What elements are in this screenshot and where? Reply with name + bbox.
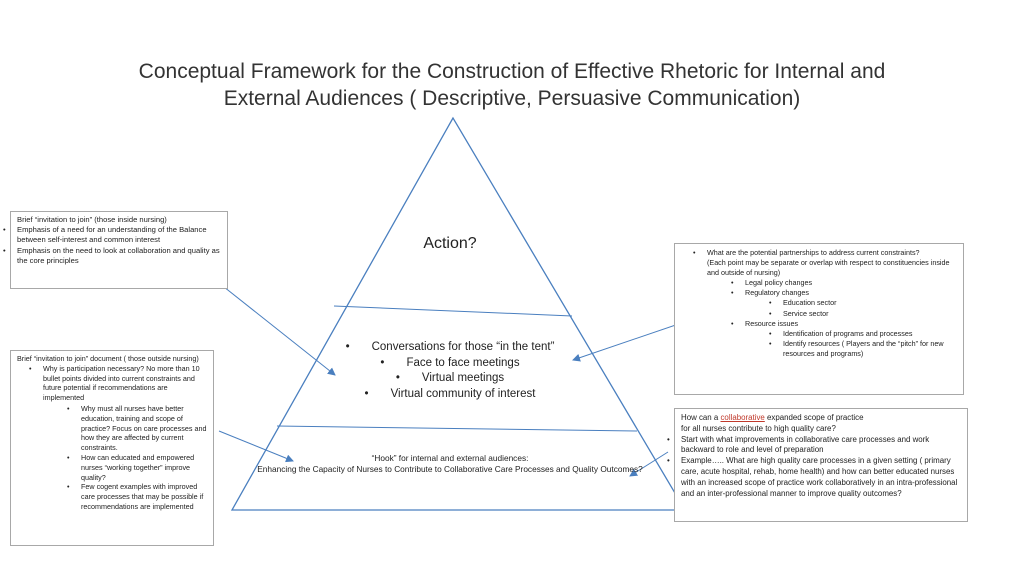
collab-box-line-2: for all nurses contribute to high qualit…: [681, 423, 836, 433]
list-item: How can educated and empowered nurses “w…: [67, 453, 207, 482]
collaborative-scope-box: How can a collaborative expanded scope o…: [667, 408, 968, 522]
list-item: Regulatory changes Education sector Serv…: [731, 288, 957, 318]
list-item: Identify resources ( Players and the “pi…: [769, 339, 957, 359]
title-line-2: External Audiences ( Descriptive, Persua…: [223, 87, 801, 110]
list-item: Example….. What are high quality care pr…: [667, 456, 961, 499]
collab-line1-pre: How can a: [681, 413, 721, 422]
inside-box-heading: Brief “invitation to join” (those inside…: [17, 215, 167, 224]
list-item: Education sector: [769, 298, 957, 308]
outside-item-why-participation: Why is participation necessary? No more …: [43, 363, 200, 403]
list-item: Service sector: [769, 309, 957, 319]
pyramid-lower-divider: [276, 425, 638, 432]
hook-heading: “Hook” for internal and external audienc…: [371, 453, 529, 463]
pyramid-middle-section: Conversations for those “in the tent” Fa…: [300, 340, 600, 402]
pyramid-top-label: Action?: [423, 235, 477, 252]
partnerships-resource: Resource issues: [745, 318, 799, 328]
inside-box-list: Emphasis of a need for an understanding …: [3, 225, 221, 266]
list-item: Start with what improvements in collabor…: [667, 435, 961, 457]
title-line-1: Conceptual Framework for the Constructio…: [138, 60, 886, 83]
partnerships-question: What are the potential partnerships to a…: [707, 248, 920, 257]
list-item: Identification of programs and processes: [769, 329, 957, 339]
regulatory-sublist: Education sector Service sector: [745, 298, 957, 318]
hook-text: Enhancing the Capacity of Nurses to Cont…: [257, 464, 643, 474]
collab-line1-post: expanded scope of practice: [764, 413, 864, 422]
conversation-item-face-to-face: Face to face meetings: [300, 356, 600, 372]
list-item: Legal policy changes: [731, 278, 957, 288]
outside-box-list: Why is participation necessary? No more …: [17, 364, 207, 512]
resource-sublist: Identification of programs and processes…: [745, 329, 957, 359]
invitation-inside-nursing-box: Brief “invitation to join” (those inside…: [3, 211, 228, 289]
conversations-heading: Conversations for those “in the tent”: [300, 340, 600, 356]
pyramid-triangle: [230, 116, 687, 511]
collaborative-link[interactable]: collaborative: [720, 413, 765, 422]
list-item: Few cogent examples with improved care p…: [67, 482, 207, 511]
collab-list: Start with what improvements in collabor…: [667, 435, 961, 500]
connector-arrow-collab: [629, 451, 669, 477]
partnerships-sublist: Legal policy changes Regulatory changes …: [707, 278, 957, 359]
partnerships-regulatory: Regulatory changes: [745, 288, 809, 298]
list-item: Emphasis on the need to look at collabor…: [3, 246, 221, 266]
list-item: Resource issues Identification of progra…: [731, 318, 957, 359]
conversation-item-virtual-meetings: Virtual meetings: [300, 371, 600, 387]
partnerships-box: What are the potential partnerships to a…: [674, 243, 964, 395]
list-item: Emphasis of a need for an understanding …: [3, 225, 221, 245]
page-title: Conceptual Framework for the Constructio…: [60, 58, 964, 112]
list-item: Why must all nurses have better educatio…: [67, 404, 207, 453]
pyramid-bottom-section: “Hook” for internal and external audienc…: [230, 453, 670, 475]
invitation-outside-nursing-box: Brief “invitation to join” document ( th…: [10, 350, 214, 546]
connector-arrow-outside: [218, 430, 294, 463]
partnerships-note: (Each point may be separate or overlap w…: [707, 258, 950, 278]
pyramid-upper-divider: [333, 305, 573, 317]
outside-box-heading: Brief “invitation to join” document ( th…: [17, 354, 199, 363]
partnerships-list: What are the potential partnerships to a…: [681, 248, 957, 359]
collab-box-line-1: How can a collaborative expanded scope o…: [681, 413, 961, 424]
conversation-item-virtual-community: Virtual community of interest: [300, 387, 600, 403]
outside-sublist: Why must all nurses have better educatio…: [43, 404, 207, 512]
list-item: Why is participation necessary? No more …: [29, 363, 207, 512]
list-item: What are the potential partnerships to a…: [693, 248, 957, 359]
